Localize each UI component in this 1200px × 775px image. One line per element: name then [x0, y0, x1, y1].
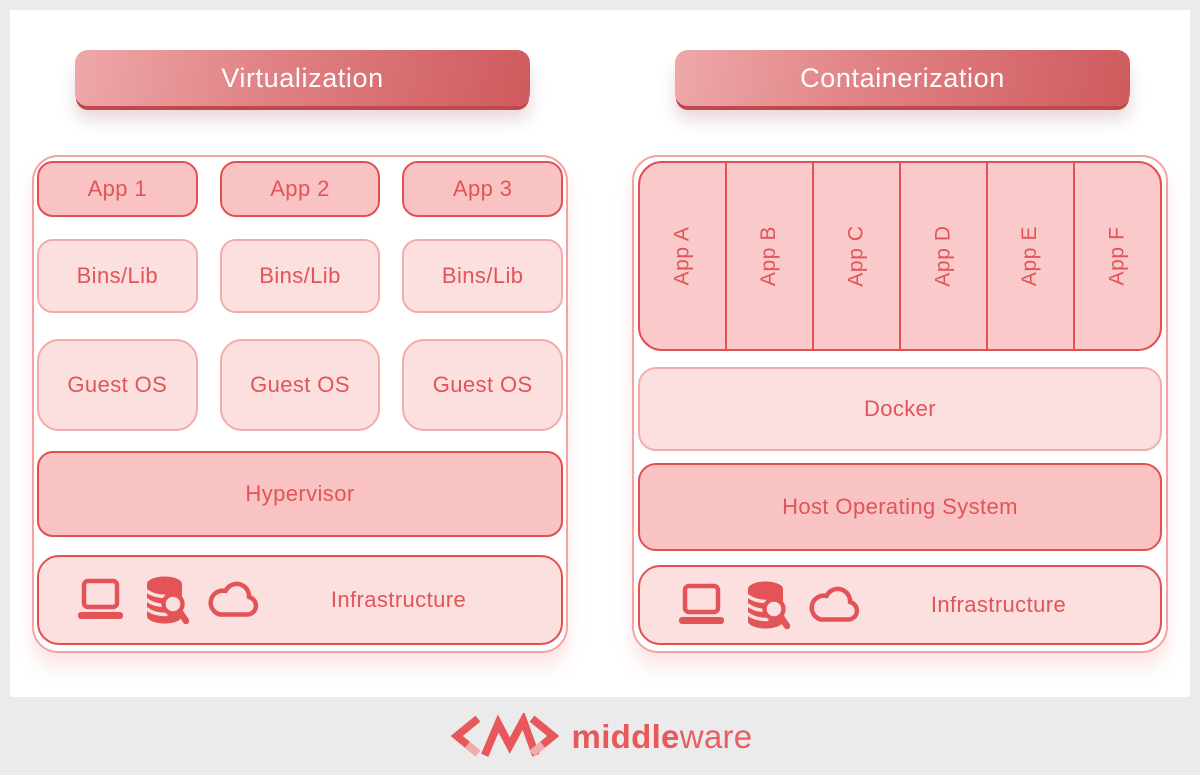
virtualization-bins-row: Bins/Lib Bins/Lib Bins/Lib — [37, 239, 563, 313]
box-guest-os-3-label: Guest OS — [432, 372, 533, 397]
box-bins-lib-1-label: Bins/Lib — [76, 263, 159, 288]
box-app-e: App E — [988, 163, 1075, 349]
infrastructure-icons — [75, 575, 262, 625]
panel-virtualization: App 1 App 2 App 3 Bins/Lib Bins/Lib Bins… — [32, 155, 568, 653]
box-app-c: App C — [814, 163, 901, 349]
box-infrastructure-containerization: Infrastructure — [638, 565, 1162, 645]
box-guest-os-1: Guest OS — [37, 339, 198, 431]
brand-middle: middle — [571, 717, 680, 755]
box-app-2: App 2 — [219, 161, 381, 217]
box-app-b-label: App B — [757, 225, 781, 287]
box-app-d-label: App D — [931, 225, 955, 287]
banner-containerization-label: Containerization — [800, 62, 1005, 93]
panel-containerization: App A App B App C App D App E App F Dock… — [632, 155, 1168, 653]
virtualization-apps-row: App 1 App 2 App 3 — [37, 161, 563, 217]
box-host-os-label: Host Operating System — [782, 494, 1018, 519]
laptop-icon — [679, 583, 724, 624]
box-bins-lib-1: Bins/Lib — [37, 239, 198, 313]
container-apps-block: App A App B App C App D App E App F — [638, 161, 1162, 351]
infrastructure-label: Infrastructure — [330, 587, 467, 612]
box-app-3: App 3 — [402, 161, 563, 217]
database-search-icon — [746, 581, 790, 630]
box-hypervisor: Hypervisor — [37, 451, 563, 537]
infrastructure-label: Infrastructure — [930, 592, 1067, 617]
box-hypervisor-label: Hypervisor — [245, 481, 355, 506]
box-guest-os-2-label: Guest OS — [250, 372, 350, 397]
middleware-logo-icon — [450, 713, 559, 757]
box-guest-os-2: Guest OS — [219, 339, 381, 431]
footer-brand-bar: middleware — [0, 697, 1200, 775]
box-app-a: App A — [640, 163, 727, 349]
banner-virtualization: Virtualization — [75, 50, 530, 106]
box-guest-os-3: Guest OS — [402, 339, 563, 431]
laptop-icon — [78, 578, 123, 619]
banner-containerization: Containerization — [675, 50, 1130, 106]
box-guest-os-1-label: Guest OS — [67, 372, 168, 397]
brand-wordmark: middleware — [572, 720, 753, 753]
box-app-c-label: App C — [844, 225, 868, 287]
box-app-d: App D — [901, 163, 988, 349]
box-app-e-label: App E — [1018, 225, 1042, 287]
infrastructure-icons — [676, 580, 863, 630]
box-app-f: App F — [1075, 163, 1160, 349]
box-bins-lib-3-label: Bins/Lib — [441, 263, 524, 288]
database-search-icon — [145, 576, 189, 625]
box-app-f-label: App F — [1105, 226, 1129, 286]
box-docker-label: Docker — [863, 396, 937, 421]
box-bins-lib-2-label: Bins/Lib — [259, 263, 341, 288]
box-app-1-label: App 1 — [87, 176, 148, 201]
box-infrastructure-virtualization: Infrastructure — [37, 555, 563, 645]
banner-virtualization-label: Virtualization — [221, 62, 384, 93]
box-app-a-label: App A — [670, 226, 694, 286]
box-bins-lib-2: Bins/Lib — [219, 239, 381, 313]
box-docker: Docker — [638, 367, 1162, 451]
box-app-2-label: App 2 — [270, 176, 330, 201]
cloud-icon — [208, 581, 259, 617]
box-app-1: App 1 — [37, 161, 198, 217]
virtualization-guestos-row: Guest OS Guest OS Guest OS — [37, 339, 563, 431]
box-app-3-label: App 3 — [452, 176, 513, 201]
box-bins-lib-3: Bins/Lib — [402, 239, 563, 313]
box-host-operating-system: Host Operating System — [638, 463, 1162, 551]
box-app-b: App B — [727, 163, 814, 349]
cloud-icon — [809, 586, 860, 622]
brand-ware: ware — [679, 717, 753, 755]
